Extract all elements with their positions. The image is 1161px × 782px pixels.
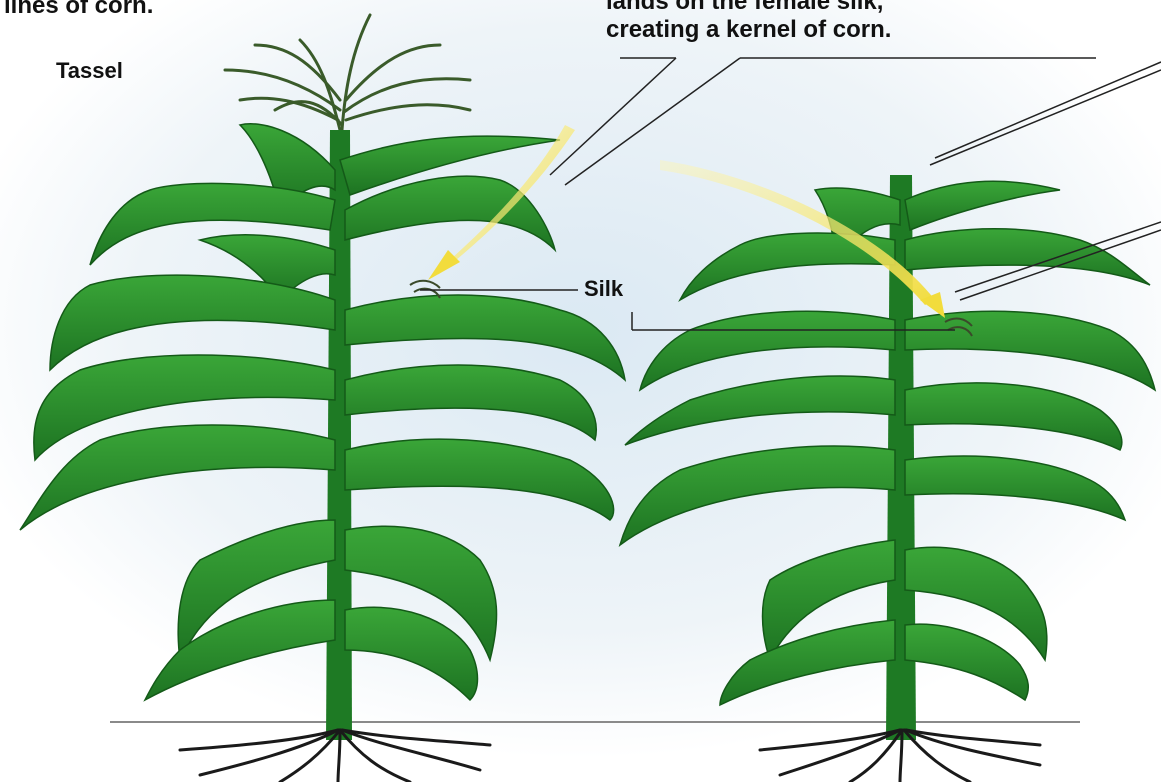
caption-line-1: lands on the female silk, [606,0,891,16]
caption-line-2: creating a kernel of corn. [606,16,891,44]
caption-pollination: lands on the female silk, creating a ker… [606,0,891,44]
tassel-label: Tassel [56,58,123,84]
silk-label: Silk [584,276,623,302]
caption-left-fragment: lines of corn. [4,0,153,20]
